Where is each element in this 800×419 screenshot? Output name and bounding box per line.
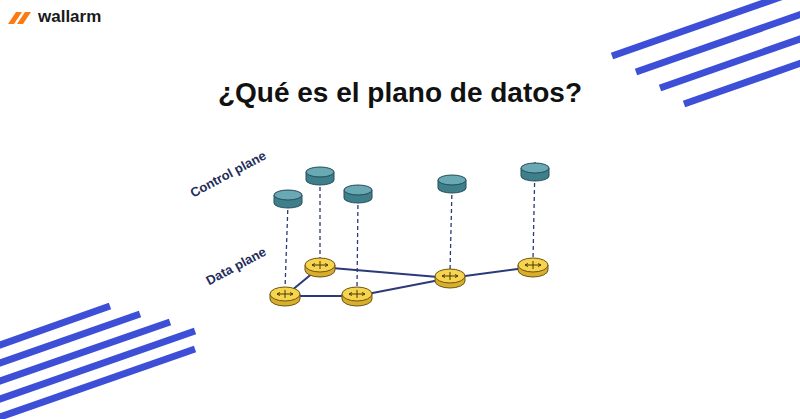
router-icon xyxy=(435,269,465,288)
network-plane: Data plane xyxy=(180,250,620,312)
plane-label: Data plane xyxy=(203,244,268,288)
controller-cylinder xyxy=(306,167,334,185)
router-icon xyxy=(305,258,335,277)
page-title: ¿Qué es el plano de datos? xyxy=(0,76,800,110)
brand-name: wallarm xyxy=(38,7,101,27)
controller-cylinder xyxy=(274,190,302,208)
router-icon xyxy=(518,258,548,277)
plane-label: Control plane xyxy=(187,148,268,201)
router-icon xyxy=(342,287,372,306)
routers xyxy=(270,258,548,306)
control-links xyxy=(285,162,535,289)
router-icon xyxy=(270,287,300,306)
controllers xyxy=(274,163,549,208)
controller-cylinder xyxy=(344,185,372,203)
controller-cylinder xyxy=(521,163,549,181)
network-plane: Control plane xyxy=(180,150,620,215)
controller-cylinder xyxy=(438,175,466,193)
logo-icon xyxy=(8,12,31,24)
